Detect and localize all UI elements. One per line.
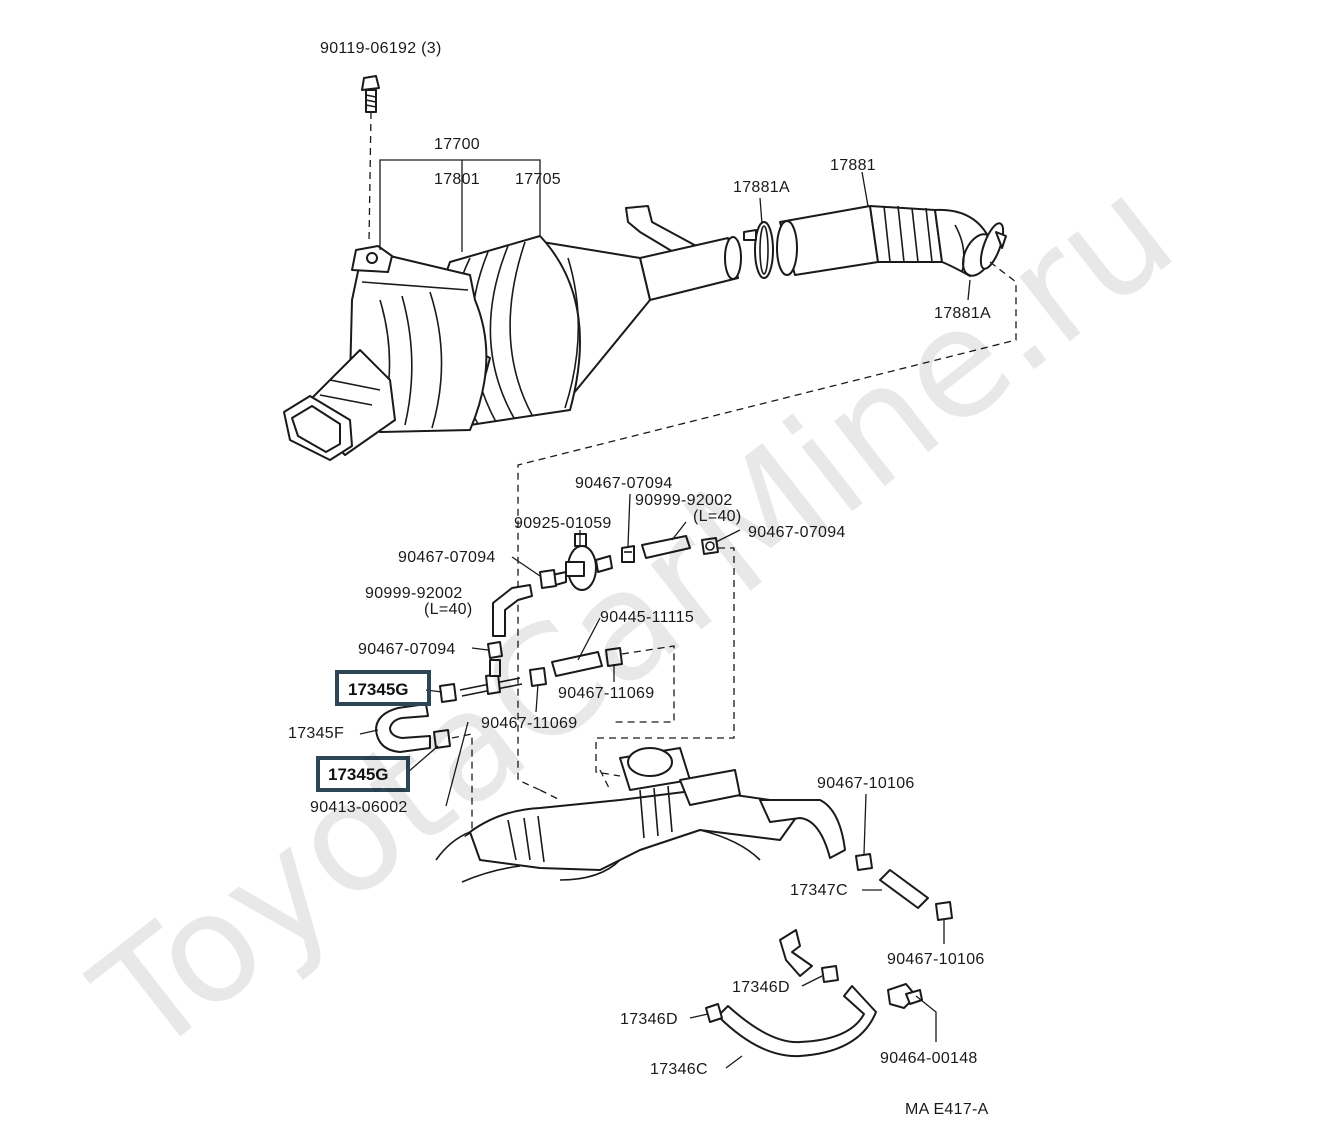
clip-90467-10106-a	[855, 853, 873, 871]
connection-line-left	[451, 733, 473, 839]
hose-clamp-17881a-left	[743, 221, 774, 279]
label-90467-07094-mid: 90467-07094	[358, 641, 456, 658]
label-90467-11069-left: 90467-11069	[481, 715, 577, 732]
air-hose-17881	[776, 205, 995, 277]
label-90467-07094-right: 90467-07094	[748, 524, 846, 541]
clip-17345g-bottom	[433, 729, 451, 749]
clip-17345g-top	[439, 683, 457, 703]
pipe-90413-06002	[459, 659, 523, 697]
intake-manifold	[435, 747, 846, 883]
highlight-box-17345g-top	[335, 670, 431, 706]
label-90445-11115: 90445-11115	[600, 609, 694, 626]
connection-line-right	[595, 547, 735, 777]
clip-90467-11069-b	[605, 647, 623, 667]
part-labels: 90119-06192 (3) 17700 17801 17705 17881 …	[288, 40, 991, 1118]
label-17347c: 17347C	[790, 882, 848, 899]
label-17705: 17705	[515, 171, 561, 188]
hose-17346c	[717, 985, 877, 1058]
label-17345g-top: 17345G	[348, 680, 409, 699]
hose-90445-11115	[551, 651, 603, 677]
label-17346d-right: 17346D	[732, 979, 790, 996]
label-90119-06192: 90119-06192 (3)	[320, 40, 442, 57]
label-17346c: 17346C	[650, 1061, 708, 1078]
label-90999-92002-right-len: (L=40)	[693, 508, 742, 525]
diagram-code: MA E417-A	[905, 1101, 989, 1118]
label-90467-07094-left: 90467-07094	[398, 549, 496, 566]
hose-clamp-17881a-right	[979, 222, 1007, 270]
clip-90464-00148	[887, 983, 923, 1009]
label-90925-01059: 90925-01059	[514, 515, 612, 532]
label-90999-92002-left: 90999-92002	[365, 585, 463, 602]
clip-90467-07094-c	[539, 569, 557, 589]
label-90467-11069-right: 90467-11069	[558, 685, 654, 702]
connection-line-mid	[612, 645, 675, 723]
label-90999-92002-left-len: (L=40)	[424, 601, 473, 618]
label-17700: 17700	[434, 136, 480, 153]
label-90467-10106-top: 90467-10106	[817, 775, 915, 792]
air-cleaner-assembly	[283, 205, 742, 461]
label-90464-00148: 90464-00148	[880, 1050, 978, 1067]
connection-line-main	[517, 261, 1017, 791]
highlight-box-17345g-bottom	[316, 756, 410, 792]
hose-17347c	[879, 869, 929, 909]
clip-17346d-left	[705, 1003, 723, 1023]
label-90467-07094-top: 90467-07094	[575, 475, 673, 492]
bolt-90119-06192	[361, 75, 380, 243]
clip-90467-07094-b	[701, 537, 719, 555]
hose-90999-92002-left	[492, 584, 533, 637]
label-17801: 17801	[434, 171, 480, 188]
clip-90467-07094-d	[487, 641, 503, 659]
clip-90467-07094-a	[621, 545, 635, 563]
label-17881: 17881	[830, 157, 876, 174]
clip-90467-11069-a	[529, 667, 547, 687]
hose-90999-92002-right	[641, 535, 691, 559]
clip-90467-10106-b	[935, 901, 953, 921]
label-90999-92002-right: 90999-92002	[635, 492, 733, 509]
label-17881a-top: 17881A	[733, 179, 790, 196]
label-90413-06002: 90413-06002	[310, 799, 408, 816]
bracket-pipe	[779, 929, 813, 977]
label-17881a-bottom: 17881A	[934, 305, 991, 322]
clip-17346d-right	[821, 965, 839, 983]
label-17345f: 17345F	[288, 725, 344, 742]
hose-17345f	[375, 703, 431, 753]
label-90467-10106-bottom: 90467-10106	[887, 951, 985, 968]
leader-lines	[359, 159, 971, 1069]
label-17345g-bottom: 17345G	[328, 765, 389, 784]
label-17346d-left: 17346D	[620, 1011, 678, 1028]
